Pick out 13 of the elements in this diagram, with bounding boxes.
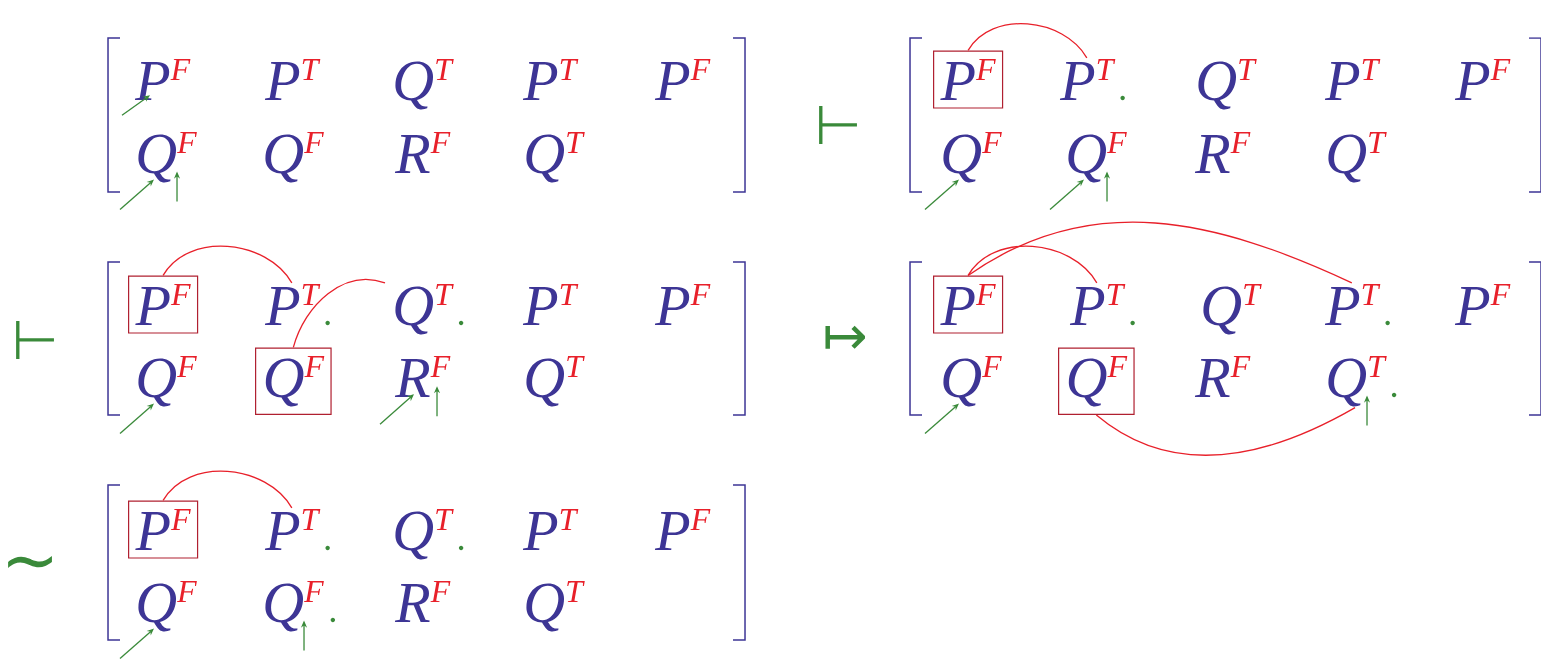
relation-symbol: ∼ xyxy=(8,556,52,568)
relation-symbol: ↦ xyxy=(825,325,865,349)
arc-line xyxy=(162,245,293,284)
arc-line xyxy=(967,221,1353,284)
relation-symbol: ⊢ xyxy=(819,106,857,144)
relation-symbol: ⊢ xyxy=(16,321,54,359)
arc-line xyxy=(162,470,293,509)
arc-line xyxy=(292,278,386,349)
arc-line xyxy=(967,245,1098,284)
arrow xyxy=(379,394,414,425)
arc-line xyxy=(1095,406,1356,456)
arrow xyxy=(121,95,150,116)
arc-line xyxy=(967,23,1088,59)
